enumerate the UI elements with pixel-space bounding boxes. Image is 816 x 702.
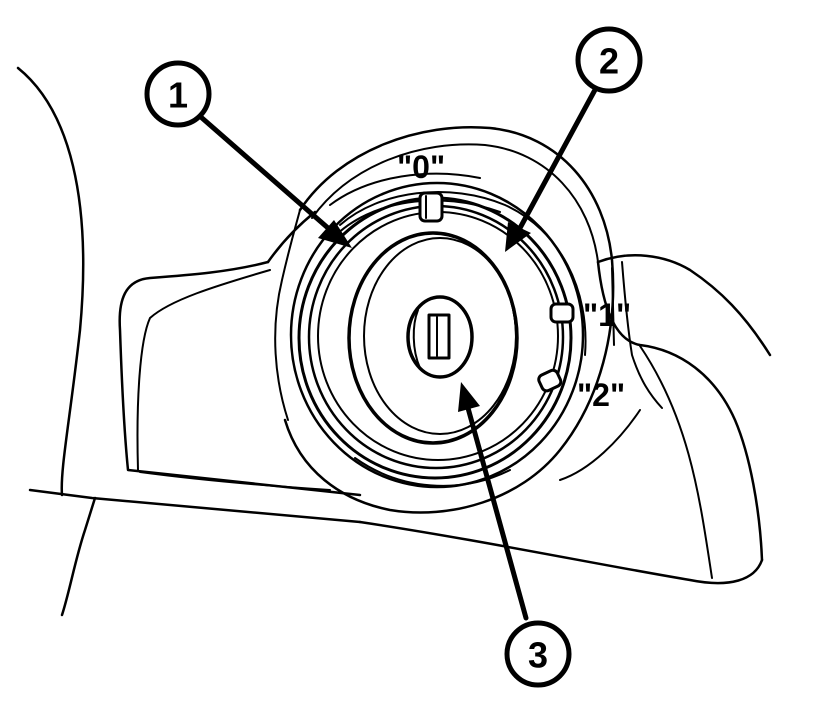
switch-bezel — [274, 126, 615, 514]
callout-number: 2 — [599, 41, 619, 82]
dashboard-outline — [16, 66, 764, 617]
key-slot — [406, 295, 474, 379]
position-marker-0-icon — [418, 191, 444, 223]
left-shroud-panel — [118, 210, 362, 497]
callout-arrow-1 — [199, 115, 352, 248]
callout-2: 2 — [575, 26, 643, 94]
callout-arrow-2 — [505, 85, 599, 252]
callout-number: 3 — [528, 635, 548, 676]
callout-1: 1 — [144, 60, 212, 128]
position-marker-1-icon — [549, 302, 575, 324]
position-label-0: "0" — [397, 149, 445, 185]
callout-number: 1 — [168, 75, 188, 116]
key-cylinder-face — [347, 231, 519, 445]
callout-arrow-3 — [458, 382, 529, 621]
position-label-2: "2" — [577, 377, 625, 413]
position-label-1: "1" — [583, 297, 631, 333]
callout-3: 3 — [504, 620, 572, 688]
position-marker-2-icon — [537, 368, 563, 393]
